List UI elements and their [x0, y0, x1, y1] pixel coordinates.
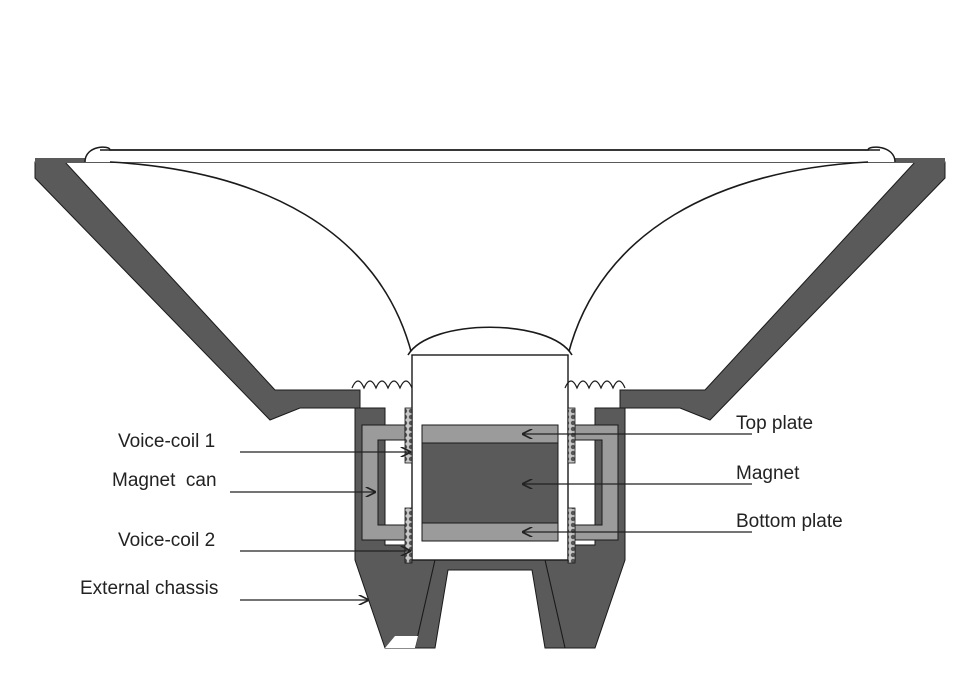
label-voice-coil-2: Voice-coil 2	[118, 530, 215, 551]
label-external-chassis: External chassis	[80, 578, 218, 599]
label-magnet-can: Magnet can	[112, 470, 217, 491]
basket-frame-right	[619, 161, 946, 421]
voice-coil-1-left	[404, 407, 413, 464]
cone	[109, 161, 413, 356]
voice-coil-1-right	[567, 407, 576, 464]
spider-right	[564, 380, 626, 390]
label-top-plate: Top plate	[736, 413, 813, 434]
spider-left	[351, 380, 413, 390]
dust-cap	[407, 326, 573, 356]
label-bottom-plate: Bottom plate	[736, 511, 843, 532]
magnet-shape	[421, 442, 559, 524]
label-magnet: Magnet	[736, 463, 800, 484]
voice-coil-2-left	[404, 507, 413, 564]
chassis-center	[414, 559, 566, 649]
voice-coil-2-right	[567, 507, 576, 564]
basket-frame	[34, 161, 361, 421]
label-voice-coil-1: Voice-coil 1	[118, 431, 215, 452]
